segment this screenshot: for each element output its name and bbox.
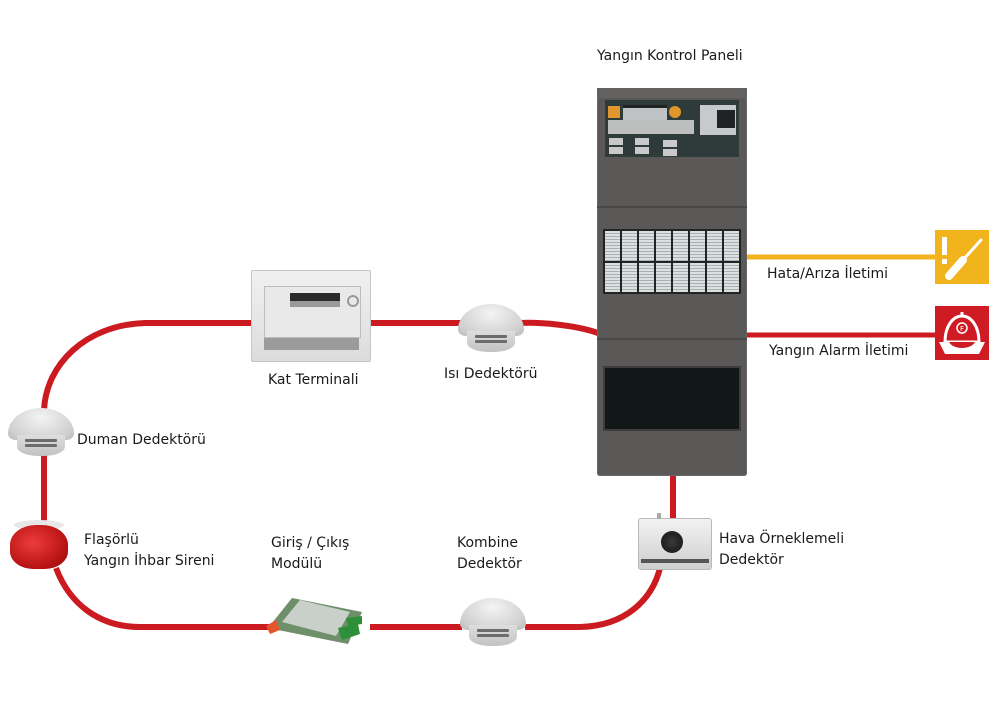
io-module-label-line-2: Modülü (271, 556, 323, 572)
fire-control-panel-icon (597, 88, 747, 476)
floor-terminal-label: Kat Terminali (268, 372, 359, 388)
io-module-label: Giriş / Çıkış Modülü (271, 533, 349, 575)
floor-terminal-icon (251, 270, 371, 362)
io-module-icon (266, 598, 362, 644)
combined-detector-icon (460, 598, 526, 650)
aspirating-detector-label: Hava Örneklemeli Dedektör (719, 529, 844, 571)
loop-wire-terminal-to-smoke-detector (41, 320, 252, 411)
combined-detector-label: Kombine Dedektör (457, 533, 522, 575)
io-module-label-line-1: Giriş / Çıkış (271, 535, 350, 551)
alarm-transmission-label: Yangın Alarm İletimi (769, 343, 909, 359)
smoke-detector-label: Duman Dedektörü (77, 432, 206, 448)
loop-wire-siren-to-module (53, 566, 270, 630)
smoke-detector-icon (8, 408, 74, 460)
panel-label: Yangın Kontrol Paneli (597, 48, 743, 64)
combined-detector-label-line-1: Kombine (457, 535, 518, 551)
siren-label: Flaşörlü Yangın İhbar Sireni (84, 530, 214, 572)
combined-detector-label-line-2: Dedektör (457, 556, 522, 572)
heat-detector-label: Isı Dedektörü (444, 366, 538, 382)
aspirating-detector-label-line-2: Dedektör (719, 552, 784, 568)
aspirating-detector-label-line-1: Hava Örneklemeli (719, 531, 845, 547)
siren-label-line-1: Flaşörlü (84, 532, 139, 548)
siren-label-line-2: Yangın İhbar Sireni (84, 553, 215, 569)
svg-text:F: F (960, 325, 964, 333)
fault-wrench-icon (935, 230, 989, 284)
fault-transmission-label: Hata/Arıza İletimi (767, 266, 889, 282)
loop-wire-combined-to-aspirating (525, 567, 663, 630)
heat-detector-icon (458, 304, 524, 356)
aspirating-detector-icon (638, 513, 712, 570)
firefighter-helmet-icon: F (935, 306, 989, 360)
flashing-siren-icon (10, 520, 68, 570)
